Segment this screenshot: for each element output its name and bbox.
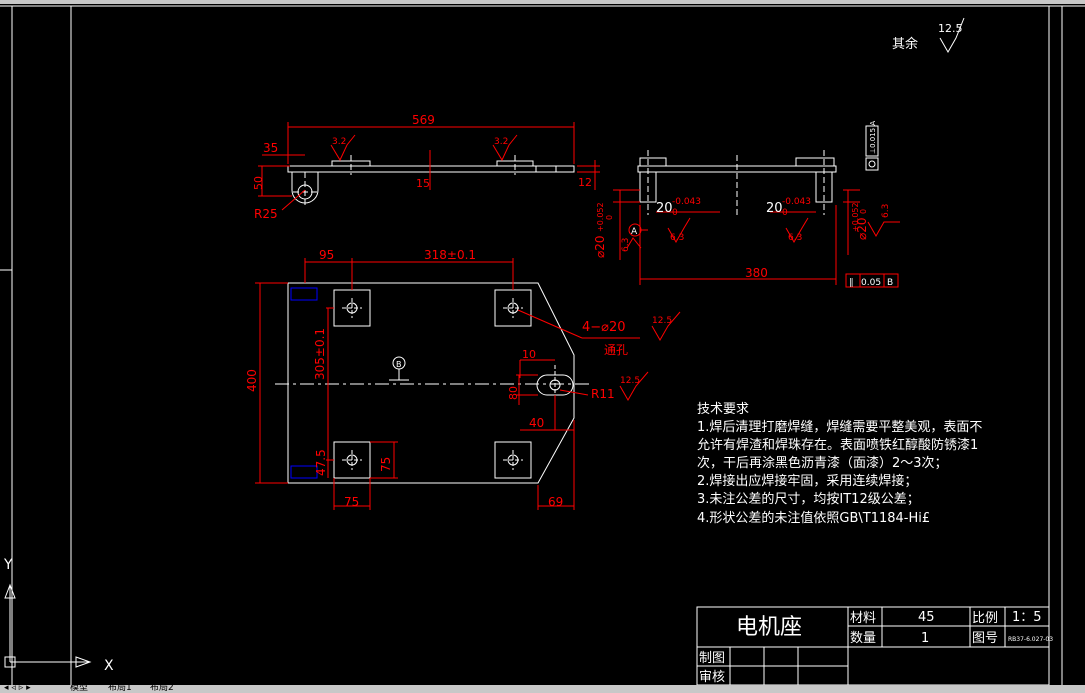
- dim-305: 305±0.1: [313, 328, 327, 380]
- tab-layout1[interactable]: 布局1: [108, 685, 132, 693]
- shaft1-tol: -0.043: [672, 197, 701, 207]
- tol-ref: B: [887, 278, 893, 288]
- dim-400: 400: [245, 369, 259, 392]
- dim-12: 12: [578, 176, 592, 189]
- roughness-a: 12.5: [652, 316, 672, 326]
- tol-value: 0.05: [861, 278, 881, 288]
- shaft1: 20: [656, 201, 673, 216]
- shaft2: 20: [766, 201, 783, 216]
- dim-75v: 75: [379, 457, 393, 472]
- roughness-63-d: 6.3: [621, 238, 631, 252]
- dim-span: 380: [745, 266, 768, 280]
- dim-80: 80: [507, 386, 520, 400]
- tech-line: 次，干后再涂黑色沥青漆（面漆）2～3次；: [697, 455, 948, 471]
- roughness-63-c: 6.3: [881, 204, 891, 218]
- scale-label: 比例: [972, 611, 998, 626]
- dia-left-tol-lo: 0: [605, 215, 614, 220]
- elevation-view: 569 35 50 15 12 R25 3.2 3.2: [252, 113, 600, 221]
- material-label: 材料: [850, 611, 876, 626]
- tech-line: 1.焊后清理打磨焊缝，焊缝需要平整美观，表面不: [697, 419, 982, 435]
- ucs-y-label: Y: [3, 557, 13, 573]
- tech-line: 3.未注公差的尺寸，均按IT12级公差；: [697, 491, 920, 507]
- tol-symbol: ∥: [849, 278, 854, 288]
- dim-475: 47.5: [314, 449, 328, 476]
- qty-value: 1: [921, 631, 929, 646]
- title-block: 电机座 材料 45 比例 1：5 数量 1 图号 RB37-6.027-03 制…: [696, 606, 1053, 686]
- checked-label: 审核: [699, 670, 725, 685]
- dim-offset: 35: [263, 141, 278, 155]
- dim-95: 95: [319, 248, 334, 262]
- roughness-symbol-icon: [939, 17, 965, 54]
- roughness-1: 3.2: [332, 137, 346, 147]
- holes-spec: 4−⌀20: [582, 320, 626, 335]
- note-text: 其余: [892, 36, 918, 52]
- tab-layout2[interactable]: 布局2: [150, 685, 174, 693]
- ucs-x-label: X: [104, 658, 114, 674]
- roughness-b: 12.5: [620, 376, 640, 386]
- dim-radius: R25: [254, 207, 278, 221]
- datum-a: A: [631, 227, 638, 237]
- dim-69: 69: [548, 495, 563, 509]
- dia-left-tol: +0.052: [596, 202, 605, 232]
- layout-tab-bar: ◂ ◃ ▹ ▸ 模型 布局1 布局2: [0, 685, 1085, 693]
- tech-line: 允许有焊渣和焊珠存在。表面喷铁红醇酸防锈漆1: [697, 437, 978, 453]
- material-value: 45: [918, 610, 935, 625]
- dia-right-tol-lo: 0: [859, 209, 868, 214]
- dim-40: 40: [529, 416, 544, 430]
- holes-note: 通孔: [604, 343, 628, 357]
- shaft2-tol: -0.043: [782, 197, 811, 207]
- tech-title: 技术要求: [697, 402, 749, 417]
- datum-b: B: [396, 360, 402, 369]
- technical-requirements: 技术要求 1.焊后清理打磨焊缝，焊缝需要平整美观，表面不 允许有焊渣和焊珠存在。…: [697, 402, 982, 526]
- roughness-63-b: 6.3: [788, 233, 802, 243]
- note-roughness-value: 12.5: [938, 22, 963, 35]
- tab-nav-arrows[interactable]: ◂ ◃ ▹ ▸: [4, 685, 31, 693]
- roughness-2: 3.2: [494, 137, 508, 147]
- part-name: 电机座: [736, 615, 802, 640]
- window-top-edge: [0, 0, 1085, 4]
- dim-10: 10: [522, 348, 536, 361]
- drawing-no-value: RB37-6.027-03: [1008, 636, 1053, 643]
- shaft1-tol-lo: 0: [672, 208, 678, 218]
- dia-left: ⌀20: [593, 236, 607, 259]
- dim-318: 318±0.1: [424, 248, 476, 262]
- dim-height: 50: [252, 176, 265, 190]
- dim-thick: 15: [416, 177, 430, 190]
- tech-line: 2.焊接出应焊接牢固，采用连续焊接；: [697, 473, 917, 489]
- dim-75h: 75: [344, 495, 359, 509]
- drawing-no-label: 图号: [972, 631, 998, 646]
- dia-right-tol: +0.052: [851, 202, 860, 232]
- side-view: ⌀20 +0.052 0 ⌀20 +0.052 0 20 -0.043 0 20…: [593, 121, 900, 288]
- dim-length: 569: [412, 113, 435, 127]
- shaft2-tol-lo: 0: [782, 208, 788, 218]
- radius-r11: R11: [591, 387, 615, 401]
- scale-value: 1：5: [1012, 610, 1042, 625]
- general-roughness-note: 其余 12.5: [892, 17, 965, 54]
- roughness-63-a: 6.3: [670, 233, 684, 243]
- tab-model[interactable]: 模型: [70, 685, 89, 693]
- frame-a: ⊥0.015 A: [869, 121, 877, 154]
- qty-label: 数量: [850, 631, 876, 646]
- tech-line: 4.形状公差的未注值依照GB\T1184-Hi£: [697, 510, 930, 526]
- drawing-frame: [0, 5, 1085, 685]
- dia-right: ⌀20: [855, 218, 869, 241]
- drawn-label: 制图: [699, 651, 725, 666]
- ucs-icon: Y X: [3, 557, 114, 674]
- plan-view: 95 318±0.1 400 305±0.1 47.5 75 75 69 10 …: [245, 248, 681, 510]
